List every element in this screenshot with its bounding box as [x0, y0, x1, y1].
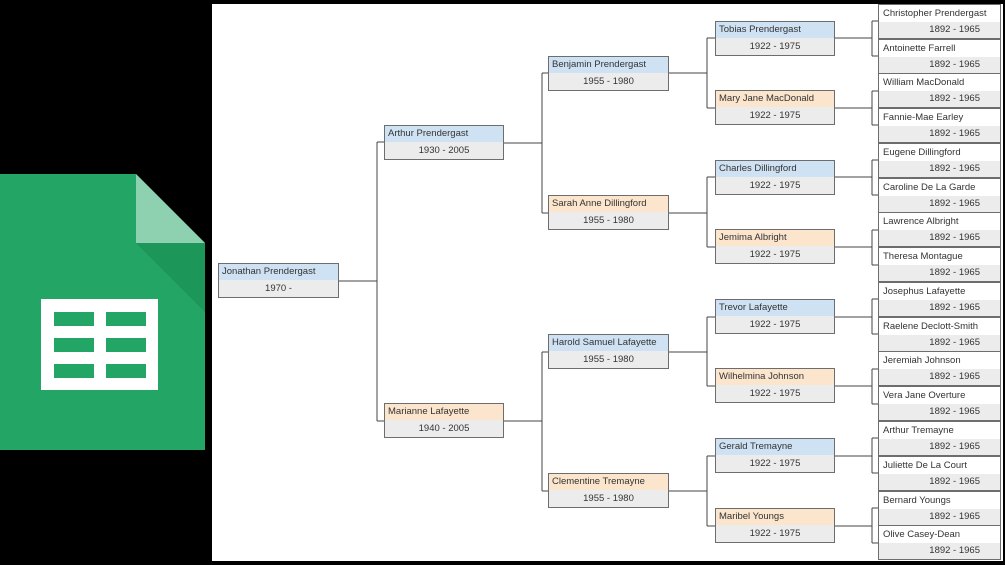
person-dates: 1892 - 1965 [929, 511, 980, 522]
person-name: Antoinette Farrell [879, 40, 1000, 57]
person-name: Marianne Lafayette [385, 404, 503, 420]
person-name: Eugene Dillingford [879, 144, 1000, 161]
person-name: Arthur Tremayne [879, 422, 1000, 439]
person-name: Vera Jane Overture [879, 387, 1000, 404]
person-node-gen4[interactable]: Mary Jane MacDonald 1922 - 1975 [715, 90, 835, 125]
person-dates: 1892 - 1965 [929, 371, 980, 382]
person-dates: 1930 - 2005 [418, 145, 470, 156]
person-dates: 1892 - 1965 [929, 24, 980, 35]
person-node-gen5[interactable]: Raelene Declott-Smith 1892 - 1965 [878, 317, 1001, 352]
person-dates: 1922 - 1975 [749, 110, 801, 121]
person-node-gen5[interactable]: William MacDonald 1892 - 1965 [878, 73, 1001, 108]
family-tree-canvas: Jonathan Prendergast 1970 - Arthur Prend… [212, 4, 1003, 561]
person-name: Harold Samuel Lafayette [549, 335, 668, 351]
person-dates: 1892 - 1965 [929, 441, 980, 452]
person-node-gen5[interactable]: Eugene Dillingford 1892 - 1965 [878, 143, 1001, 178]
person-dates: 1892 - 1965 [929, 93, 980, 104]
person-name: Trevor Lafayette [716, 300, 834, 316]
person-name: Bernard Youngs [879, 492, 1000, 509]
person-name: Lawrence Albright [879, 213, 1000, 230]
person-dates: 1922 - 1975 [749, 180, 801, 191]
person-dates: 1892 - 1965 [929, 163, 980, 174]
person-node-gen5[interactable]: Vera Jane Overture 1892 - 1965 [878, 386, 1001, 421]
person-node-gen5[interactable]: Antoinette Farrell 1892 - 1965 [878, 39, 1001, 74]
person-node-gen3[interactable]: Clementine Tremayne 1955 - 1980 [548, 473, 669, 508]
person-dates: 1955 - 1980 [583, 76, 634, 87]
person-name: Tobias Prendergast [716, 22, 834, 38]
person-node-gen1[interactable]: Jonathan Prendergast 1970 - [218, 263, 339, 298]
person-name: Mary Jane MacDonald [716, 91, 834, 107]
person-dates: 1922 - 1975 [749, 528, 801, 539]
person-name: Jemima Albright [716, 230, 834, 246]
person-dates: 1922 - 1975 [749, 388, 801, 399]
person-node-gen4[interactable]: Wilhelmina Johnson 1922 - 1975 [715, 368, 835, 403]
person-dates: 1922 - 1975 [749, 249, 801, 260]
person-dates: 1892 - 1965 [929, 198, 980, 209]
person-node-gen2[interactable]: Marianne Lafayette 1940 - 2005 [384, 403, 504, 438]
person-name: Wilhelmina Johnson [716, 369, 834, 385]
person-dates: 1892 - 1965 [929, 59, 980, 70]
person-dates: 1892 - 1965 [929, 476, 980, 487]
person-name: Jonathan Prendergast [219, 264, 338, 280]
person-node-gen4[interactable]: Maribel Youngs 1922 - 1975 [715, 508, 835, 543]
person-name: Arthur Prendergast [385, 126, 503, 142]
person-node-gen4[interactable]: Trevor Lafayette 1922 - 1975 [715, 299, 835, 334]
person-node-gen5[interactable]: Bernard Youngs 1892 - 1965 [878, 491, 1001, 526]
person-name: Christopher Prendergast [879, 5, 1000, 22]
person-dates: 1940 - 2005 [418, 423, 470, 434]
person-dates: 1955 - 1980 [583, 354, 634, 365]
person-dates: 1892 - 1965 [929, 545, 980, 556]
person-dates: 1922 - 1975 [749, 319, 801, 330]
person-node-gen4[interactable]: Gerald Tremayne 1922 - 1975 [715, 438, 835, 473]
person-dates: 1970 - [265, 283, 292, 294]
person-node-gen4[interactable]: Charles Dillingford 1922 - 1975 [715, 160, 835, 195]
person-node-gen5[interactable]: Caroline De La Garde 1892 - 1965 [878, 178, 1001, 213]
person-node-gen3[interactable]: Benjamin Prendergast 1955 - 1980 [548, 56, 669, 91]
person-name: Gerald Tremayne [716, 439, 834, 455]
person-node-gen3[interactable]: Sarah Anne Dillingford 1955 - 1980 [548, 195, 669, 230]
person-dates: 1955 - 1980 [583, 215, 634, 226]
person-node-gen5[interactable]: Fannie-Mae Earley 1892 - 1965 [878, 108, 1001, 143]
person-dates: 1922 - 1975 [749, 458, 801, 469]
person-name: Theresa Montague [879, 248, 1000, 265]
person-node-gen5[interactable]: Theresa Montague 1892 - 1965 [878, 247, 1001, 282]
person-name: Fannie-Mae Earley [879, 109, 1000, 126]
person-node-gen5[interactable]: Olive Casey-Dean 1892 - 1965 [878, 525, 1001, 560]
person-dates: 1892 - 1965 [929, 267, 980, 278]
person-node-gen5[interactable]: Christopher Prendergast 1892 - 1965 [878, 4, 1001, 39]
person-node-gen5[interactable]: Josephus Lafayette 1892 - 1965 [878, 282, 1001, 317]
person-node-gen5[interactable]: Juliette De La Court 1892 - 1965 [878, 456, 1001, 491]
person-name: William MacDonald [879, 74, 1000, 91]
person-name: Jeremiah Johnson [879, 352, 1000, 369]
person-name: Clementine Tremayne [549, 474, 668, 490]
person-name: Charles Dillingford [716, 161, 834, 177]
person-node-gen5[interactable]: Jeremiah Johnson 1892 - 1965 [878, 351, 1001, 386]
person-name: Josephus Lafayette [879, 283, 1000, 300]
person-node-gen2[interactable]: Arthur Prendergast 1930 - 2005 [384, 125, 504, 160]
person-dates: 1892 - 1965 [929, 337, 980, 348]
person-dates: 1892 - 1965 [929, 128, 980, 139]
person-dates: 1922 - 1975 [749, 41, 801, 52]
person-dates: 1955 - 1980 [583, 493, 634, 504]
person-dates: 1892 - 1965 [929, 302, 980, 313]
person-node-gen5[interactable]: Lawrence Albright 1892 - 1965 [878, 212, 1001, 247]
person-dates: 1892 - 1965 [929, 232, 980, 243]
tree-connectors [339, 20, 878, 544]
person-name: Sarah Anne Dillingford [549, 196, 668, 212]
person-node-gen4[interactable]: Tobias Prendergast 1922 - 1975 [715, 21, 835, 56]
google-sheets-icon [0, 174, 205, 450]
person-node-gen3[interactable]: Harold Samuel Lafayette 1955 - 1980 [548, 334, 669, 369]
person-name: Olive Casey-Dean [879, 526, 1000, 543]
person-node-gen5[interactable]: Arthur Tremayne 1892 - 1965 [878, 421, 1001, 456]
person-name: Maribel Youngs [716, 509, 834, 525]
person-name: Benjamin Prendergast [549, 57, 668, 73]
person-node-gen4[interactable]: Jemima Albright 1922 - 1975 [715, 229, 835, 264]
person-name: Raelene Declott-Smith [879, 318, 1000, 335]
person-dates: 1892 - 1965 [929, 406, 980, 417]
person-name: Caroline De La Garde [879, 179, 1000, 196]
person-name: Juliette De La Court [879, 457, 1000, 474]
